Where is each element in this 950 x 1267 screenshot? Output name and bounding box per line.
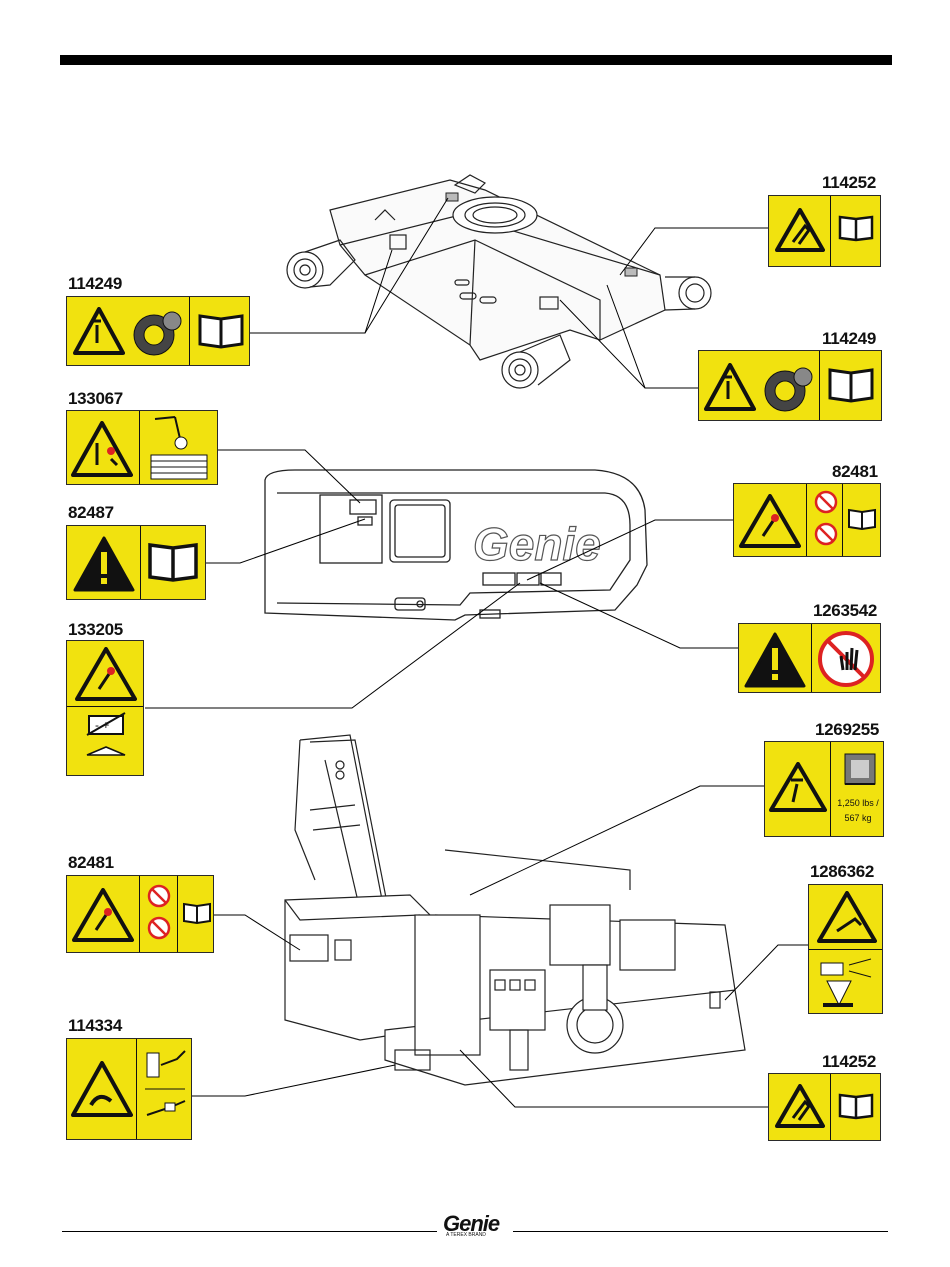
electrical-outlet-icon	[141, 1045, 189, 1135]
capacity-kg: 567 kg	[831, 813, 885, 823]
read-manual-icon	[837, 214, 875, 244]
no-flame-icon	[147, 916, 171, 940]
warning-triangle-icon	[739, 494, 801, 548]
hood-drawing: Genie	[255, 465, 655, 625]
warning-triangle-icon	[775, 208, 825, 252]
decal-114252	[768, 195, 881, 267]
footer-tagline: A TEREX BRAND	[446, 1232, 486, 1238]
decal-133205: - +	[66, 640, 144, 776]
warning-triangle-icon	[71, 1061, 133, 1117]
lift-support-icon	[815, 955, 879, 1011]
decal-114334	[66, 1038, 192, 1140]
decal-number: 114252	[822, 173, 876, 193]
warning-triangle-icon	[775, 1084, 825, 1128]
tire-pressure-chart-icon	[145, 415, 213, 481]
read-manual-icon	[847, 508, 877, 532]
tire-icon	[761, 361, 817, 415]
no-flame-icon	[814, 522, 838, 546]
battery-icon: - +	[85, 711, 127, 737]
warning-triangle-icon	[817, 891, 877, 943]
read-manual-icon	[182, 902, 212, 926]
warning-triangle-icon	[73, 536, 135, 592]
read-manual-icon	[197, 313, 245, 351]
warning-triangle-icon	[71, 421, 133, 477]
platform-load-icon	[841, 748, 879, 790]
decal-number: 1263542	[813, 601, 877, 621]
decal-number: 114334	[68, 1016, 122, 1036]
warning-triangle-icon	[744, 632, 806, 688]
decal-1269255: 1,250 lbs / 567 kg	[764, 741, 884, 837]
hood-genie-logo: Genie	[473, 518, 601, 570]
tire-icon	[130, 305, 186, 359]
footer-rule-right	[513, 1231, 888, 1232]
decal-number: 114249	[68, 274, 122, 294]
decal-114249	[698, 350, 882, 421]
platform-drawing	[265, 730, 755, 1090]
warning-triangle-icon	[75, 647, 137, 701]
decal-82481	[733, 483, 881, 557]
decal-1263542	[738, 623, 881, 693]
chassis-drawing	[270, 165, 730, 400]
decal-number: 133067	[68, 389, 123, 409]
decal-number: 114249	[822, 329, 876, 349]
decal-82487	[66, 525, 206, 600]
warning-triangle-icon	[73, 307, 125, 355]
warning-triangle-icon	[769, 762, 827, 812]
decal-1286362	[808, 884, 883, 1014]
decal-133067	[66, 410, 218, 485]
capacity-lbs: 1,250 lbs /	[831, 798, 885, 808]
read-manual-icon	[147, 542, 199, 584]
no-smoking-icon	[147, 884, 171, 908]
decal-number: 133205	[68, 620, 123, 640]
decal-number: 82481	[68, 853, 114, 873]
no-smoking-icon	[814, 490, 838, 514]
decal-114252	[768, 1073, 881, 1141]
decal-number: 1286362	[810, 862, 874, 882]
warning-triangle-icon	[704, 363, 756, 411]
decal-82481	[66, 875, 214, 953]
read-manual-icon	[85, 743, 127, 759]
stop-hand-icon	[817, 630, 875, 688]
decal-number: 114252	[822, 1052, 876, 1072]
decal-number: 82481	[832, 462, 878, 482]
warning-triangle-icon	[72, 888, 134, 942]
read-manual-icon	[827, 367, 875, 405]
top-rule	[60, 55, 892, 65]
decal-number: 1269255	[815, 720, 879, 740]
read-manual-icon	[837, 1092, 875, 1122]
footer-rule-left	[62, 1231, 437, 1232]
decal-number: 82487	[68, 503, 114, 523]
decal-114249	[66, 296, 250, 366]
